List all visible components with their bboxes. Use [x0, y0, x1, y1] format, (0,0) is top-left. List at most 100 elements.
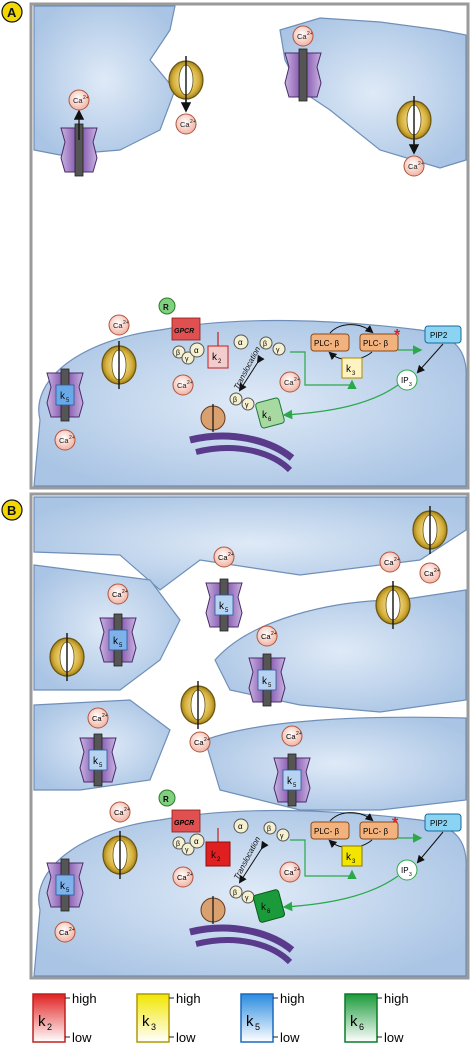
svg-text:Ca: Ca — [284, 378, 294, 387]
svg-text:k: k — [346, 852, 352, 863]
svg-text:Ca: Ca — [284, 868, 294, 877]
svg-text:low: low — [384, 1030, 404, 1045]
svg-text:2+: 2+ — [124, 807, 130, 813]
g-protein-complex: β γ α α β γ β γ — [172, 334, 286, 411]
svg-text:2+: 2+ — [187, 872, 193, 878]
svg-text:Ca: Ca — [424, 569, 434, 578]
svg-text:γ: γ — [280, 833, 284, 840]
svg-text:Ca: Ca — [177, 873, 187, 882]
calcium-channel-purple-icon — [284, 48, 322, 102]
svg-text:GPCR: GPCR — [174, 820, 194, 827]
svg-text:k: k — [262, 410, 268, 421]
svg-text:5: 5 — [225, 608, 229, 614]
gpcr-receptor-icon: R GPCR — [158, 789, 201, 833]
svg-text:6: 6 — [267, 909, 271, 915]
svg-text:β: β — [263, 341, 267, 348]
svg-text:3: 3 — [409, 872, 412, 878]
svg-text:k: k — [113, 636, 119, 647]
svg-text:2+: 2+ — [418, 161, 424, 167]
svg-text:k: k — [262, 676, 268, 687]
panel-b-letter: B — [7, 503, 16, 518]
svg-text:k: k — [211, 850, 217, 861]
svg-text:k: k — [287, 776, 293, 787]
svg-text:k: k — [60, 391, 66, 402]
svg-text:2+: 2+ — [296, 731, 302, 737]
svg-text:γ: γ — [185, 356, 189, 363]
svg-text:PIP2: PIP2 — [430, 819, 448, 828]
svg-text:Ca: Ca — [92, 714, 102, 723]
svg-text:2+: 2+ — [69, 927, 75, 933]
svg-text:β: β — [233, 890, 237, 897]
svg-text:2: 2 — [47, 1022, 52, 1032]
svg-text:α: α — [238, 822, 243, 831]
svg-text:Ca: Ca — [59, 436, 69, 445]
svg-text:Ca: Ca — [112, 590, 122, 599]
plc-beta-active-box: PLC- β * — [359, 815, 399, 840]
svg-text:k: k — [38, 1013, 46, 1030]
svg-text:IP: IP — [401, 866, 409, 875]
svg-text:2: 2 — [218, 359, 222, 365]
svg-text:k: k — [350, 1013, 358, 1030]
plc-beta-box: PLC- β — [310, 821, 350, 840]
svg-text:5: 5 — [66, 398, 70, 404]
endoplasmic-reticulum — [189, 404, 295, 473]
svg-text:α: α — [194, 346, 199, 355]
svg-text:k: k — [219, 601, 225, 612]
svg-text:PIP2: PIP2 — [430, 331, 448, 340]
svg-text:GPCR: GPCR — [174, 328, 194, 335]
cell-b-top — [33, 496, 467, 591]
svg-text:*: * — [392, 815, 399, 832]
svg-text:α: α — [238, 338, 243, 347]
svg-text:3: 3 — [352, 859, 356, 865]
svg-text:2+: 2+ — [83, 95, 89, 101]
svg-text:2+: 2+ — [102, 713, 108, 719]
cell-b-right-lower — [204, 716, 467, 811]
panel-a-badge — [1, 1, 23, 23]
panel-b-badge — [1, 499, 23, 521]
g-protein-complex: β γ α α β γ β γ — [172, 818, 290, 904]
svg-text:γ: γ — [276, 347, 280, 354]
svg-text:5: 5 — [66, 888, 70, 894]
svg-text:k: k — [142, 1013, 150, 1030]
svg-text:Ca: Ca — [261, 632, 271, 641]
svg-text:low: low — [280, 1030, 300, 1045]
svg-text:Ca: Ca — [114, 808, 124, 817]
svg-text:2+: 2+ — [69, 435, 75, 441]
svg-text:β: β — [233, 397, 237, 404]
svg-text:high: high — [72, 991, 97, 1006]
svg-text:2+: 2+ — [190, 119, 196, 125]
svg-text:Ca: Ca — [73, 96, 83, 105]
svg-text:PLC- β: PLC- β — [363, 339, 388, 348]
svg-text:high: high — [384, 991, 409, 1006]
svg-text:3: 3 — [409, 382, 412, 388]
plc-beta-box: PLC- β — [310, 333, 350, 352]
svg-text:5: 5 — [119, 643, 123, 649]
svg-text:R: R — [163, 303, 169, 312]
